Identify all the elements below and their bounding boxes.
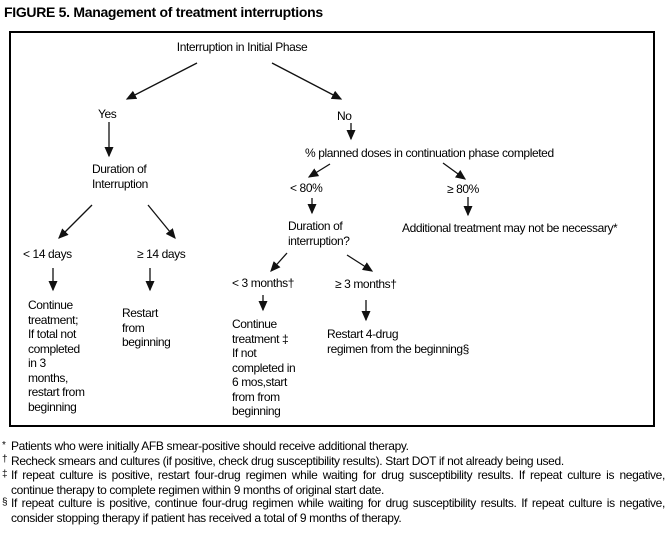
node-duration-of-interruption-question: Duration of interruption? xyxy=(288,219,350,248)
node-lt-80-pct: < 80% xyxy=(290,181,323,195)
flowchart-box: Interruption in Initial Phase Yes No Dur… xyxy=(9,31,655,427)
node-lt-3-months: < 3 months† xyxy=(232,276,294,290)
arrow-pct-to-ge80 xyxy=(442,162,467,180)
footnote-marker: * xyxy=(2,439,6,451)
footnote-text: If repeat culture is positive, continue … xyxy=(11,496,665,525)
node-branch-no: No xyxy=(337,109,352,123)
arrow-duration-to-ge14 xyxy=(147,204,176,240)
node-lt3mo-outcome-continue-treatment: Continue treatment ‡ If not completed in… xyxy=(232,317,296,418)
footnote-text: Recheck smears and cultures (if positive… xyxy=(11,453,564,468)
node-lt14-outcome-continue-treatment: Continue treatment; If total not complet… xyxy=(28,298,85,414)
node-ge14-outcome-restart: Restart from beginning xyxy=(122,306,171,349)
footnote-double-dagger: ‡If repeat culture is positive, restart … xyxy=(2,468,665,497)
node-interruption-initial-phase: Interruption in Initial Phase xyxy=(176,40,308,54)
arrow-root-to-no xyxy=(271,62,343,100)
footnote-dagger: †Recheck smears and cultures (if positiv… xyxy=(2,453,665,470)
footnotes-section: * Patients who were initially AFB smear-p… xyxy=(2,439,665,526)
node-lt-14-days: < 14 days xyxy=(23,247,72,261)
arrow-pct-to-lt80 xyxy=(307,163,331,178)
node-ge-3-months: ≥ 3 months† xyxy=(335,277,397,291)
footnote-marker: ‡ xyxy=(2,468,8,480)
footnote-section-sign: §If repeat culture is positive, continue… xyxy=(2,497,665,525)
footnote-marker: † xyxy=(2,454,8,466)
flowchart-arrows xyxy=(48,62,473,322)
node-duration-of-interruption: Duration of Interruption xyxy=(92,162,148,191)
footnote-text: Patients who were initially AFB smear-po… xyxy=(11,439,409,453)
node-ge-14-days: ≥ 14 days xyxy=(137,247,186,261)
footnote-marker: § xyxy=(2,496,8,508)
node-ge-80-pct: ≥ 80% xyxy=(447,182,479,196)
figure-title: FIGURE 5. Management of treatment interr… xyxy=(4,4,323,20)
node-pct-planned-doses: % planned doses in continuation phase co… xyxy=(305,146,554,160)
footnote-asterisk: * Patients who were initially AFB smear-p… xyxy=(2,439,665,455)
node-branch-yes: Yes xyxy=(98,107,117,121)
node-ge3mo-outcome-restart-4drug: Restart 4-drug regimen from the beginnin… xyxy=(327,327,469,356)
arrow-root-to-yes xyxy=(125,62,198,100)
arrow-duration2-to-ge3mo xyxy=(346,254,374,272)
footnote-text: If repeat culture is positive, restart f… xyxy=(11,468,665,497)
arrow-duration-to-lt14 xyxy=(58,204,93,239)
arrow-duration2-to-lt3mo xyxy=(270,252,288,272)
node-ge80-outcome-additional-treatment: Additional treatment may not be necessar… xyxy=(402,221,618,235)
